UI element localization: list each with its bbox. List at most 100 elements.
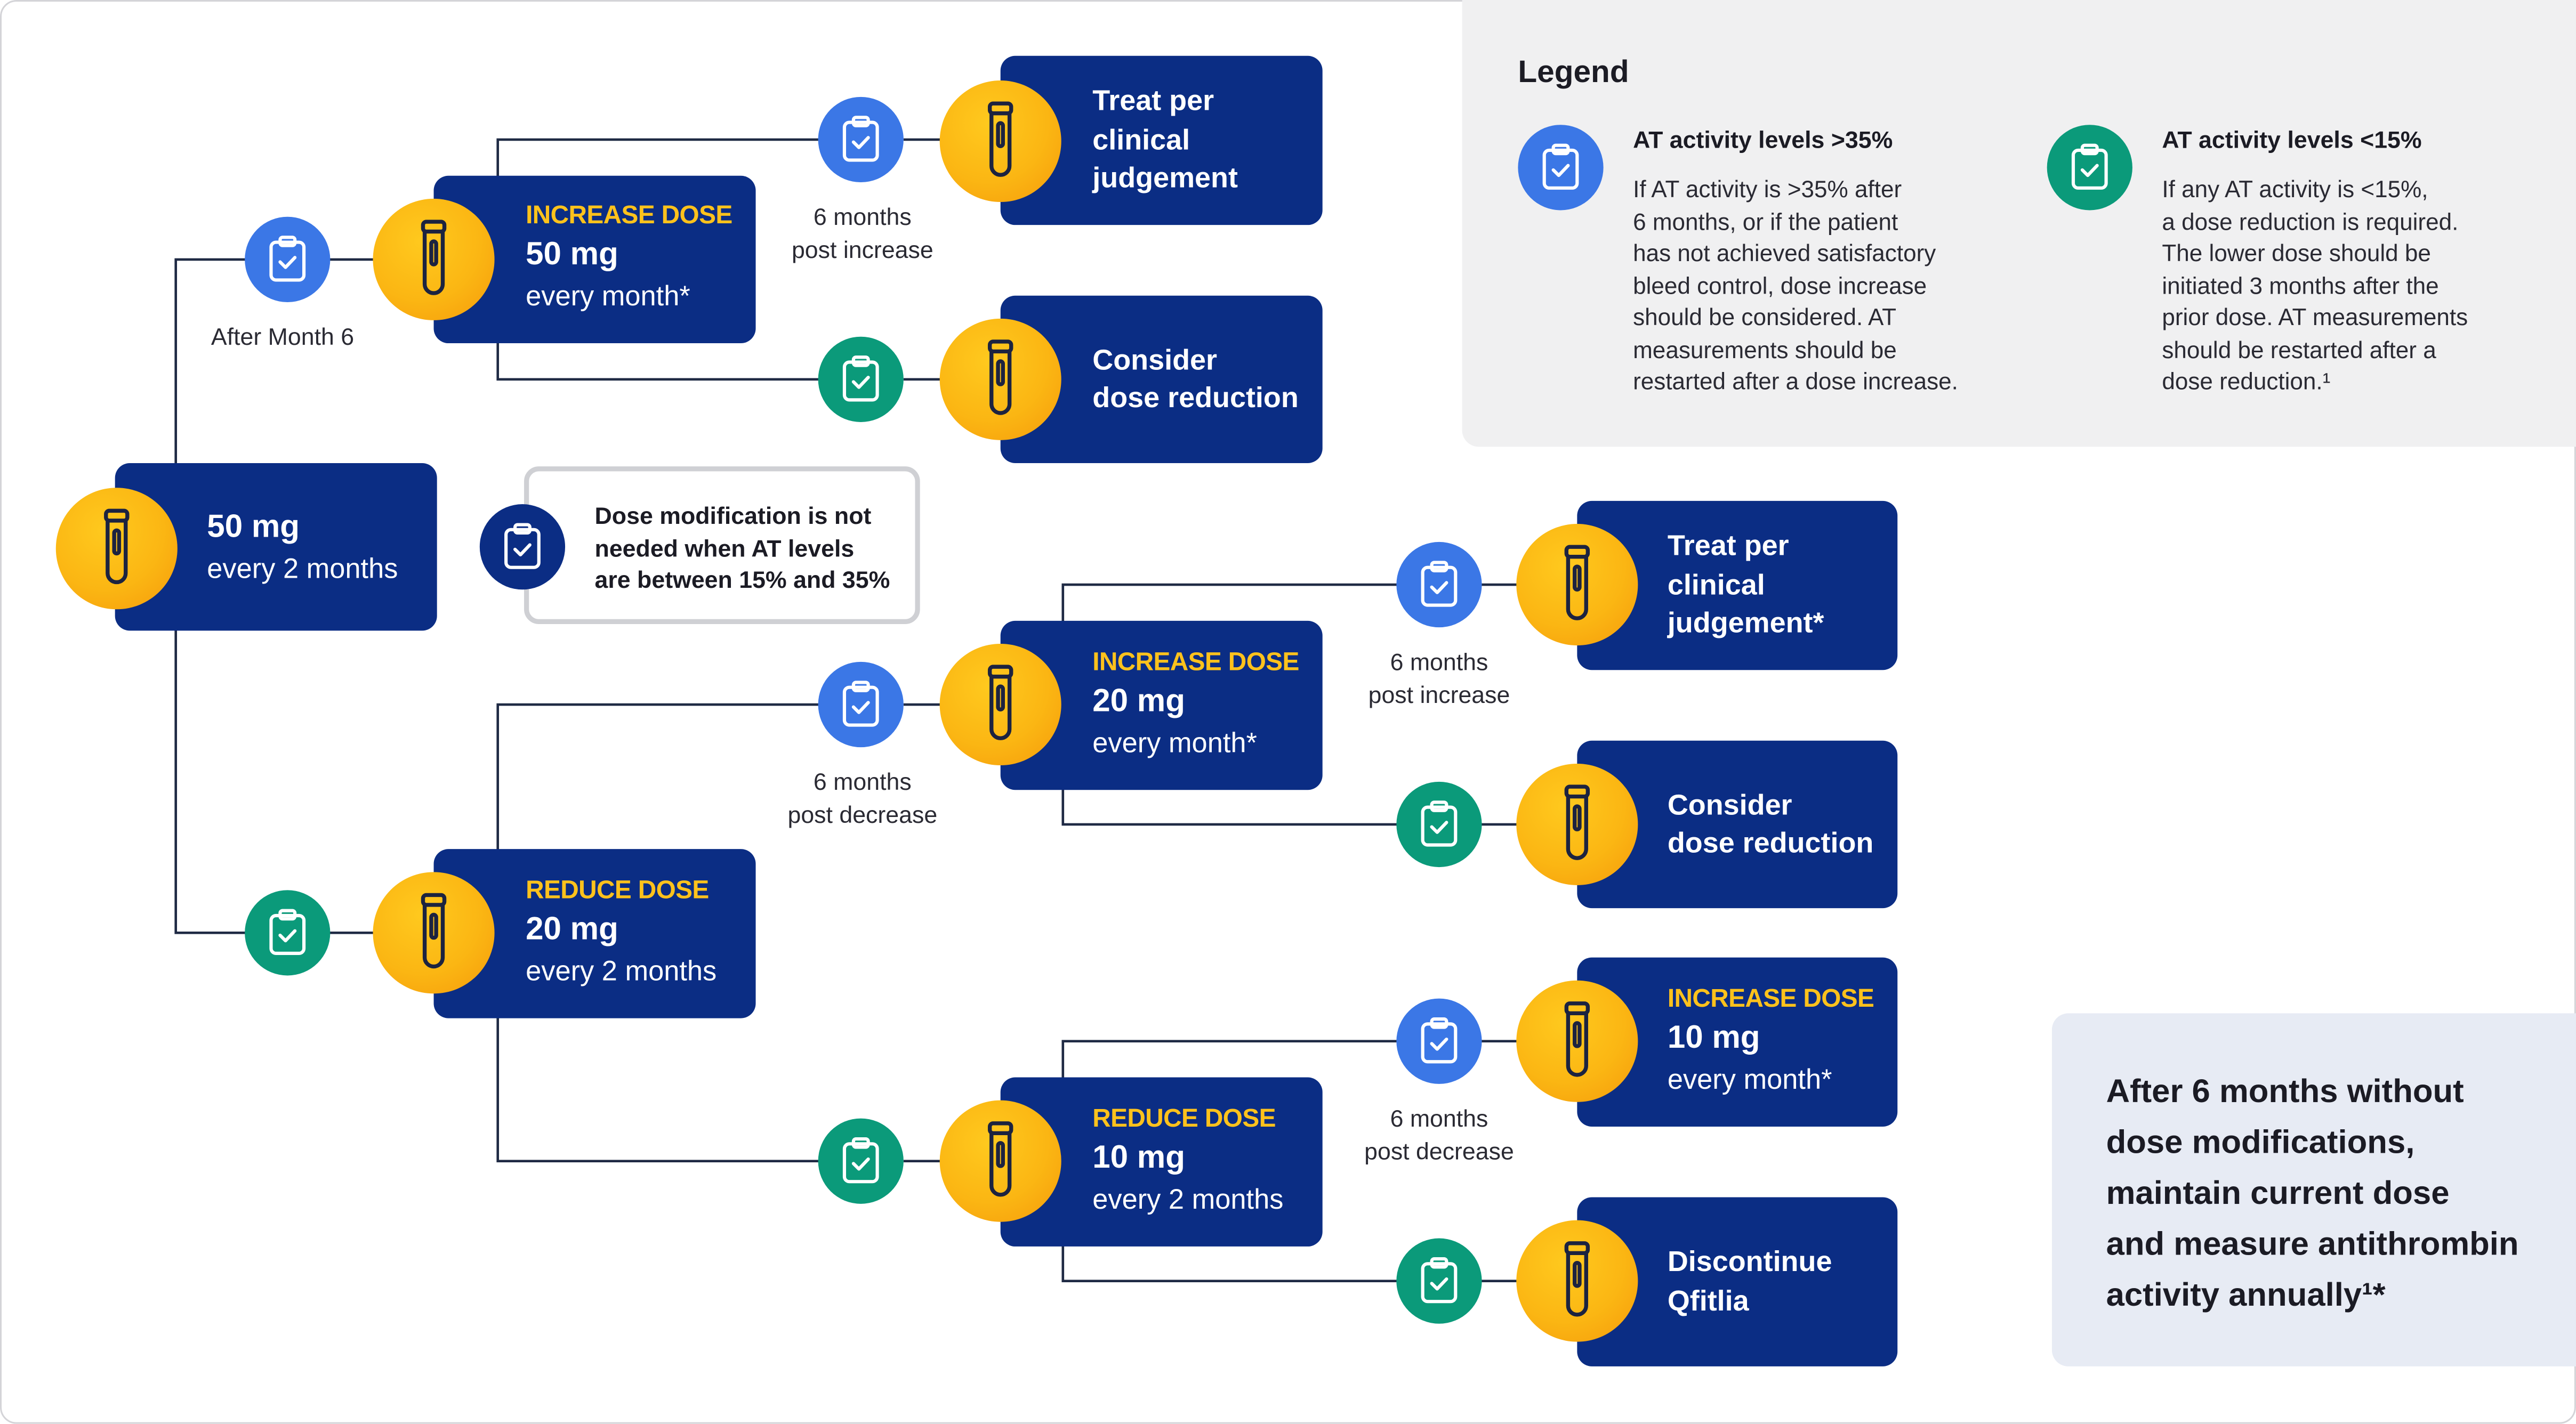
- text-line: Discontinue: [1667, 1244, 1832, 1278]
- text-line: Consider: [1667, 787, 1792, 821]
- clipboard-check-icon: [245, 216, 331, 303]
- legend-low-text: If any AT activity is <15%, a dose reduc…: [2162, 176, 2468, 400]
- dose-value: 20 mg: [1092, 682, 1185, 719]
- increase-dose-10-node: INCREASE DOSE 10 mg every month*: [1577, 957, 1898, 1127]
- connector-red10-bottom: [1061, 1243, 1413, 1282]
- text-line: Consider: [1092, 342, 1218, 376]
- label-line: post decrease: [1364, 1139, 1514, 1166]
- connector-inc50-top: [496, 138, 838, 177]
- dose-frequency: every month*: [526, 280, 690, 312]
- legend-low-heading: AT activity levels <15%: [2162, 128, 2422, 155]
- reduce-dose-20-node: REDUCE DOSE 20 mg every 2 months: [433, 849, 756, 1018]
- connector-inc50-bottom: [496, 341, 838, 381]
- final-line: activity annually¹*: [2106, 1277, 2386, 1314]
- dose-frequency: every month*: [1667, 1063, 1832, 1095]
- legend-line: should be restarted after a: [2162, 337, 2436, 364]
- legend-line: If any AT activity is <15%,: [2162, 177, 2428, 204]
- note-line: are between 15% and 35%: [594, 568, 890, 595]
- reduce-dose-tag: REDUCE DOSE: [1092, 1104, 1276, 1132]
- test-tube-icon: [373, 872, 495, 994]
- text-line: judgement*: [1667, 606, 1824, 640]
- dose-value: 10 mg: [1092, 1139, 1185, 1175]
- no-modification-note: Dose modification is not needed when AT …: [524, 466, 920, 625]
- final-line: and measure antithrombin: [2106, 1226, 2519, 1263]
- test-tube-icon: [1516, 980, 1638, 1102]
- legend-line: restarted after a dose increase.: [1633, 369, 1958, 396]
- test-tube-icon: [939, 1100, 1061, 1222]
- final-line: maintain current dose: [2106, 1176, 2450, 1212]
- connector-start-up: [174, 258, 263, 465]
- connector-inc20-top: [1061, 583, 1413, 622]
- clipboard-check-icon: [479, 504, 566, 590]
- legend-panel: Legend AT activity levels >35% If AT act…: [1462, 0, 2576, 447]
- text-line: dose reduction: [1092, 381, 1299, 414]
- after-month-6-label: After Month 6: [211, 325, 355, 352]
- legend-line: should be considered. AT: [1633, 305, 1897, 332]
- clipboard-check-icon: [818, 336, 904, 422]
- reduce-dose-10-node: REDUCE DOSE 10 mg every 2 months: [1000, 1077, 1323, 1247]
- post-decrease-label: 6 months post decrease: [747, 768, 977, 832]
- text-line: Treat per: [1092, 84, 1214, 117]
- legend-line: prior dose. AT measurements: [2162, 305, 2468, 332]
- increase-dose-tag: INCREASE DOSE: [1667, 984, 1874, 1013]
- legend-line: bleed control, dose increase: [1633, 273, 1927, 300]
- label-line: 6 months: [813, 205, 912, 232]
- text-line: Treat per: [1667, 529, 1789, 562]
- connector-red20-top: [496, 703, 838, 851]
- increase-dose-tag: INCREASE DOSE: [526, 202, 732, 230]
- label-line: post increase: [1368, 682, 1510, 709]
- final-line: After 6 months without: [2106, 1074, 2464, 1111]
- increase-dose-tag: INCREASE DOSE: [1092, 648, 1299, 676]
- treat-clinical-judgement-node: Treat per clinical judgement*: [1577, 500, 1898, 670]
- legend-line: measurements should be: [1633, 337, 1897, 364]
- dose-frequency: every 2 months: [1092, 1183, 1284, 1215]
- legend-line: If AT activity is >35% after: [1633, 177, 1902, 204]
- clipboard-check-icon: [818, 1118, 904, 1204]
- maintenance-note: After 6 months without dose modification…: [2051, 1013, 2576, 1366]
- dose-frequency: every 2 months: [526, 954, 717, 986]
- test-tube-icon: [373, 198, 495, 320]
- clipboard-check-icon: [818, 96, 904, 183]
- test-tube-icon: [55, 488, 178, 610]
- label-line: 6 months: [1390, 650, 1488, 677]
- legend-line: has not achieved satisfactory: [1633, 241, 1936, 268]
- clipboard-check-icon: [1396, 998, 1482, 1084]
- note-line: Dose modification is not: [594, 504, 872, 531]
- legend-line: dose reduction.¹: [2162, 369, 2331, 396]
- test-tube-icon: [1516, 1220, 1638, 1342]
- text-line: dose reduction: [1667, 826, 1874, 859]
- dose-value: 50 mg: [526, 236, 618, 273]
- legend-line: 6 months, or if the patient: [1633, 209, 1898, 236]
- test-tube-icon: [939, 80, 1061, 203]
- clipboard-check-icon: [1518, 125, 1604, 211]
- discontinue-node: Discontinue Qfitlia: [1577, 1197, 1898, 1366]
- text-line: clinical: [1092, 123, 1190, 156]
- test-tube-icon: [1516, 763, 1638, 885]
- text-line: clinical: [1667, 568, 1765, 601]
- connector-red20-bottom: [496, 1015, 838, 1163]
- text-line: judgement: [1092, 161, 1238, 195]
- label-line: 6 months: [813, 770, 912, 797]
- text-line: Qfitlia: [1667, 1283, 1749, 1316]
- connector-start-down: [174, 629, 263, 934]
- post-increase-label: 6 months post increase: [747, 204, 977, 268]
- connector-inc20-bottom: [1061, 787, 1413, 826]
- label-line: post decrease: [787, 802, 938, 829]
- label-line: 6 months: [1390, 1106, 1488, 1134]
- start-frequency: every 2 months: [207, 553, 398, 585]
- legend-high-text: If AT activity is >35% after 6 months, o…: [1633, 176, 1958, 400]
- dose-value: 20 mg: [526, 910, 618, 947]
- clipboard-check-icon: [818, 661, 904, 748]
- clipboard-check-icon: [1396, 781, 1482, 868]
- clipboard-check-icon: [1396, 1238, 1482, 1324]
- legend-line: The lower dose should be: [2162, 241, 2431, 268]
- post-increase-label: 6 months post increase: [1324, 649, 1554, 713]
- legend-title: Legend: [1518, 55, 1629, 91]
- legend-line: a dose reduction is required.: [2162, 209, 2459, 236]
- clipboard-check-icon: [245, 890, 331, 976]
- test-tube-icon: [939, 318, 1061, 440]
- clipboard-check-icon: [2047, 125, 2132, 211]
- start-dose: 50 mg: [207, 509, 300, 546]
